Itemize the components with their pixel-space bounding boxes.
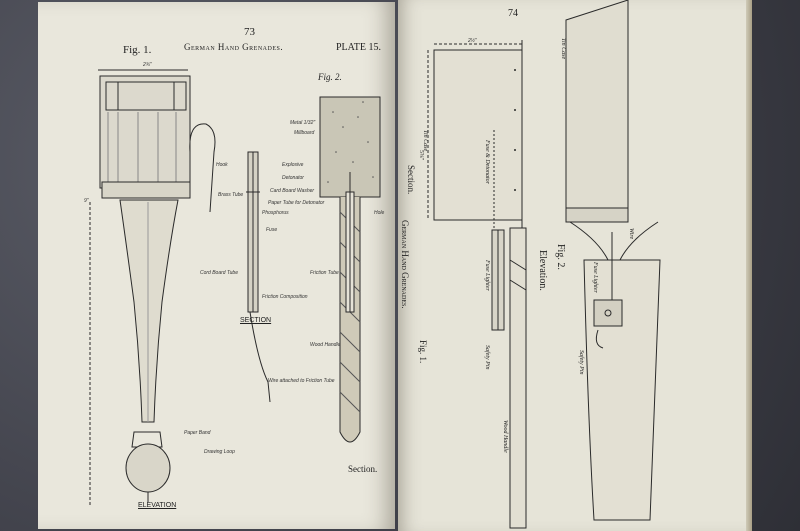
label-hole: Hole: [374, 210, 385, 216]
tin-case-left: Tin Case: [422, 130, 428, 152]
label-cardboard-tube: Cord Board Tube: [200, 270, 238, 276]
book-edge: [746, 0, 752, 531]
dim-top-width: 2¾": [143, 62, 152, 68]
dim-side-label: 5⅝": [418, 150, 424, 160]
label-brass-tube: Brass Tube: [218, 192, 244, 198]
grenade-drawings-left: [89, 69, 381, 507]
label-fuse: Fuse: [266, 227, 278, 233]
wire-label: Wire: [628, 228, 634, 240]
label-metal: Metal 1/32": [290, 120, 316, 126]
section-small-label: SECTION: [240, 317, 272, 324]
grenade-drawings-right: [427, 0, 661, 529]
elevation-label: ELEVATION: [138, 502, 177, 509]
fig1-label: Fig. 1.: [123, 44, 152, 56]
label-paper-tube: Paper Tube for Detonator: [268, 200, 325, 206]
plate-number: PLATE 15.: [336, 42, 381, 53]
elevation-right: Elevation.: [537, 250, 548, 291]
label-explosive: Explosive: [282, 162, 304, 168]
fig1-right: Fig. 1.: [418, 340, 428, 364]
label-paper-band: Paper Band: [184, 430, 211, 436]
label-drawing-loop: Drawing Loop: [204, 449, 235, 455]
dim-side: 9": [84, 198, 89, 204]
label-friction-composition: Friction Composition: [262, 294, 308, 300]
label-wood-handle: Wood Handle: [310, 342, 341, 348]
label-card-board-washer: Card Board Washer: [270, 188, 315, 194]
fuse-lighter-right: Fuse Lighter: [592, 262, 598, 293]
section-caption: Section.: [348, 464, 378, 474]
safety-pin-left: Safety Pin: [484, 345, 490, 370]
label-friction-tube: Friction Tube: [310, 270, 339, 276]
page-number-right: 74: [508, 8, 518, 19]
right-page: 74 2½" German Hand Grenades: [398, 0, 750, 531]
fuse-detonator-label: Fuse & Detonator: [484, 140, 490, 184]
page-number-left: 73: [244, 26, 255, 38]
right-page-header: German Hand Grenades.: [400, 220, 410, 309]
plate-title: German Hand Grenades.: [184, 42, 284, 52]
label-phosphorus: Phosphorus: [262, 210, 289, 216]
fuse-lighter-left: Fuse Lighter: [484, 260, 490, 291]
wood-handle-right: Wood Handle: [502, 420, 508, 453]
safety-pin-right: Safety Pin: [578, 350, 584, 375]
fig2-label: Fig. 2.: [318, 72, 342, 82]
section-right: Section.: [406, 165, 416, 195]
fig2-right: Fig. 2.: [555, 244, 566, 270]
dim-top: 2½": [468, 38, 477, 44]
label-hook: Hook: [216, 162, 228, 168]
label-wire-attached: Wire attached to Friction Tube: [268, 378, 335, 384]
label-millboard: Millboard: [294, 130, 315, 136]
label-detonator: Detonator: [282, 175, 304, 181]
tin-case-right: Tin Case: [560, 38, 566, 60]
left-page: 73 Fig. 1. German Hand Grenades. PLATE 1…: [38, 2, 395, 529]
